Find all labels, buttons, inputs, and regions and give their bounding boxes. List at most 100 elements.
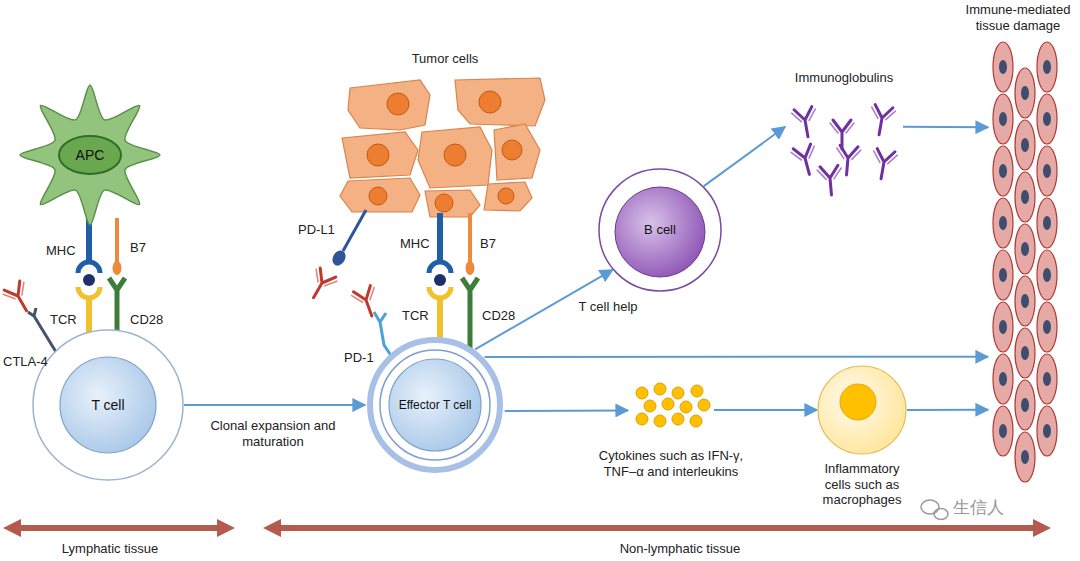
molecule-label: B7 <box>130 240 146 256</box>
drawing-part <box>921 500 939 514</box>
tissue-range-bars <box>12 528 1042 529</box>
drawing-part <box>437 213 443 264</box>
t-cell: T cell <box>32 329 184 481</box>
drawing-part <box>1015 380 1035 430</box>
molecule-label: TCR <box>402 308 429 324</box>
node-text: T cell <box>91 397 124 414</box>
text-holder: T cell <box>32 329 184 481</box>
drawing-part <box>817 165 843 196</box>
edge-label: T cell help <box>568 299 648 315</box>
drawing-part <box>1037 302 1057 352</box>
drawing-part <box>698 399 710 411</box>
drawing-part <box>1043 320 1051 334</box>
drawing-part <box>993 302 1013 352</box>
drawing-part <box>1021 294 1029 308</box>
drawing-part <box>303 267 338 304</box>
drawing-part <box>455 78 545 126</box>
drawing-part <box>370 340 500 470</box>
drawing-part <box>494 124 540 180</box>
flow-arrow <box>714 409 817 411</box>
drawing-part <box>1043 372 1051 386</box>
drawing-part <box>934 509 948 520</box>
drawing-part <box>468 213 472 263</box>
drawing-part <box>690 415 702 427</box>
drawing-part <box>672 387 684 399</box>
drawing-part <box>12 525 226 531</box>
drawing-part <box>1043 268 1051 282</box>
drawing-part <box>840 384 876 420</box>
tumor-cell-cluster: Tumor cells <box>345 75 545 217</box>
drawing-part <box>1021 398 1029 412</box>
drawing-part <box>662 398 674 410</box>
drawing-part <box>1021 242 1029 256</box>
b-cell: B cell <box>598 168 722 292</box>
molecule-label: PD-1 <box>344 350 374 366</box>
drawing-part <box>1015 120 1035 170</box>
drawing-part <box>434 274 446 286</box>
drawing-part <box>790 143 821 177</box>
drawing-part <box>644 400 656 412</box>
molecule-label: PD-L1 <box>298 222 335 238</box>
drawing-part <box>1037 42 1057 92</box>
drawing-part <box>999 60 1007 74</box>
drawing-part <box>818 366 906 454</box>
region-label: Lymphatic tissue <box>62 541 158 557</box>
drawing-part <box>999 320 1007 334</box>
drawing-part <box>348 80 430 130</box>
antigen-presenting-cell: APC <box>15 82 165 228</box>
drawing-part <box>418 127 492 188</box>
drawing-part <box>387 93 409 115</box>
flow-arrow <box>505 409 628 412</box>
drawing-part <box>691 385 703 397</box>
cytokine-group: Cytokines such as IFN-γ, TNF–α and inter… <box>628 384 714 428</box>
drawing-part <box>380 350 490 460</box>
drawing-part <box>615 187 705 277</box>
drawing-part <box>498 188 514 204</box>
node-text: Effector T cell <box>399 398 472 412</box>
drawing-part <box>999 372 1007 386</box>
immunoglobulin-symbols <box>790 104 898 196</box>
flow-arrow <box>907 409 988 411</box>
drawing-part <box>999 164 1007 178</box>
drawing-part <box>999 268 1007 282</box>
drawing-part <box>830 120 854 149</box>
drawing-part <box>1037 94 1057 144</box>
node-heading: Cytokines such as IFN-γ, TNF–α and inter… <box>586 448 756 479</box>
node-heading: Tumor cells <box>325 51 565 67</box>
watermark: 生信人 <box>953 497 1004 517</box>
drawing-part <box>2 280 37 317</box>
drawing-part <box>999 112 1007 126</box>
drawing-part <box>429 287 451 298</box>
flow-arrow <box>484 356 988 358</box>
node-text: APC <box>76 147 105 164</box>
macrophage-cell-outline <box>817 365 907 455</box>
molecule-label: CD28 <box>130 312 163 328</box>
node-text: B cell <box>644 222 676 238</box>
drawing-part <box>479 91 501 113</box>
immunoglobulin-group: Immunoglobulins <box>785 98 903 194</box>
drawing-part <box>389 359 481 451</box>
molecule-label: B7 <box>480 236 496 252</box>
drawing-part <box>1043 164 1051 178</box>
drawing-part <box>1037 354 1057 404</box>
drawing-part <box>672 413 684 425</box>
drawing-part <box>993 250 1013 300</box>
drawing-part <box>636 387 648 399</box>
drawing-part <box>425 190 480 217</box>
drawing-part <box>272 525 1042 531</box>
molecule-label: CD28 <box>482 308 515 324</box>
flow-arrow <box>704 127 785 186</box>
drawing-part <box>1037 250 1057 300</box>
text-holder: B cell <box>598 168 722 292</box>
molecule-label: MHC <box>400 236 430 252</box>
node-heading: Immunoglobulins <box>774 70 914 86</box>
tissue-cells: Immune-mediated tissue damage <box>988 40 1062 485</box>
drawing-part <box>654 415 666 427</box>
drawing-part <box>1037 406 1057 456</box>
drawing-part <box>1015 432 1035 482</box>
drawing-part <box>867 104 896 137</box>
watermark-icon <box>921 500 948 520</box>
drawing-part <box>1043 60 1051 74</box>
